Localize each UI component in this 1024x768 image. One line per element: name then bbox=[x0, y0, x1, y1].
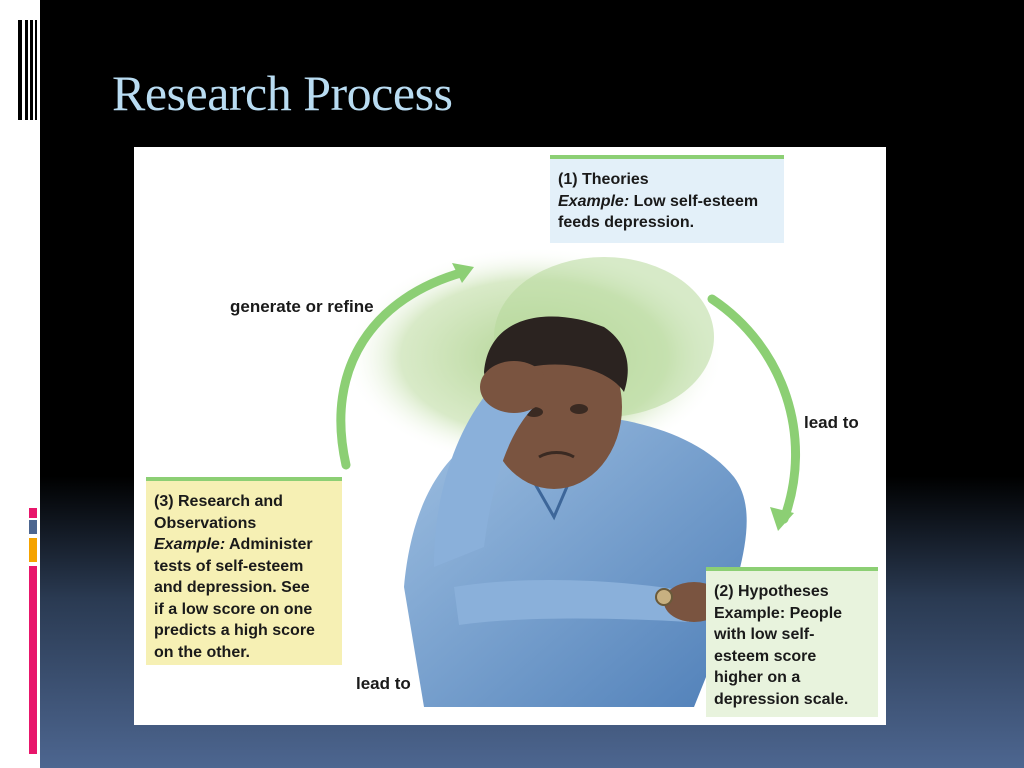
strip-lines bbox=[18, 20, 40, 120]
research-line: tests of self-esteem bbox=[154, 557, 304, 575]
theories-box: (1) Theories Example: Low self-esteem fe… bbox=[550, 155, 784, 243]
person-illustration bbox=[404, 316, 747, 707]
hypotheses-line: Example: People bbox=[714, 604, 843, 622]
accent-pink-small bbox=[29, 508, 37, 518]
research-line: on the other. bbox=[154, 643, 250, 661]
research-example-text: Administer bbox=[229, 536, 313, 553]
research-example-label: Example: bbox=[154, 536, 226, 553]
hypotheses-line: depression scale. bbox=[714, 690, 849, 708]
research-example: Example: Administer bbox=[154, 534, 334, 556]
label-lead-to-bottom: lead to bbox=[356, 674, 411, 693]
research-heading-1: (3) Research and bbox=[154, 493, 283, 510]
theories-example-text: Low self-esteem bbox=[633, 192, 759, 210]
label-generate-or-refine: generate or refine bbox=[230, 297, 374, 316]
theories-example-label: Example: bbox=[558, 192, 630, 210]
hypotheses-heading: (2) Hypotheses bbox=[714, 583, 829, 600]
theories-heading: (1) Theories bbox=[558, 171, 649, 188]
page-title: Research Process bbox=[112, 65, 453, 121]
arrow-generate bbox=[336, 267, 469, 470]
research-heading-2: Observations bbox=[154, 514, 257, 532]
research-line: and depression. See bbox=[154, 579, 310, 596]
diagram-illustration bbox=[336, 247, 800, 707]
hypotheses-box: (2) Hypotheses Example: People with low … bbox=[706, 567, 878, 717]
research-line: predicts a high score bbox=[154, 622, 315, 639]
research-line: if a low score on one bbox=[154, 600, 313, 618]
label-lead-to-right: lead to bbox=[804, 413, 859, 432]
arrow-lead-to-right bbox=[707, 294, 800, 524]
accent-pink-bar bbox=[29, 566, 37, 754]
accent-orange bbox=[29, 538, 37, 562]
theories-example: Example: Low self-esteem bbox=[558, 191, 776, 213]
research-process-diagram: (1) Theories Example: Low self-esteem fe… bbox=[134, 147, 886, 725]
hypotheses-line: esteem score bbox=[714, 647, 817, 665]
theories-example-text-2: feeds depression. bbox=[558, 214, 695, 231]
accent-blue bbox=[29, 520, 37, 534]
research-box: (3) Research and Observations Example: A… bbox=[146, 477, 342, 665]
hypotheses-line: with low self- bbox=[714, 626, 815, 643]
hypotheses-line: higher on a bbox=[714, 669, 801, 686]
left-decorative-strip bbox=[0, 0, 40, 768]
